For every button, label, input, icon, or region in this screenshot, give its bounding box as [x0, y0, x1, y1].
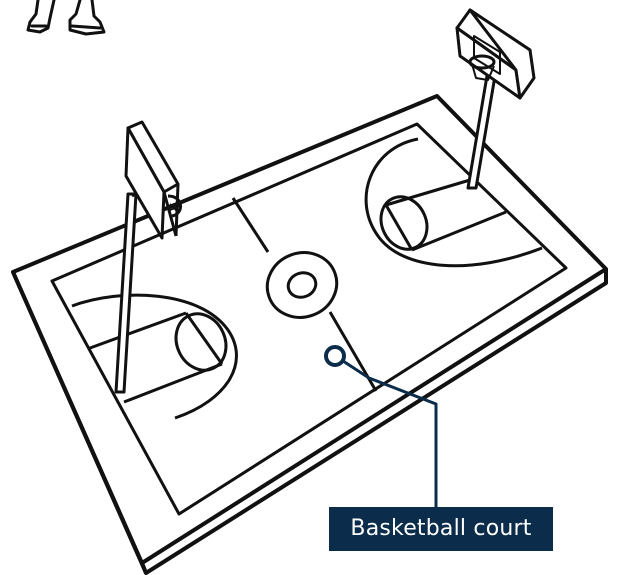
court-platform — [13, 96, 606, 573]
callout-label: Basketball court — [329, 507, 553, 551]
callout-pointer-dot — [326, 347, 344, 365]
figure-legs — [28, 0, 104, 34]
